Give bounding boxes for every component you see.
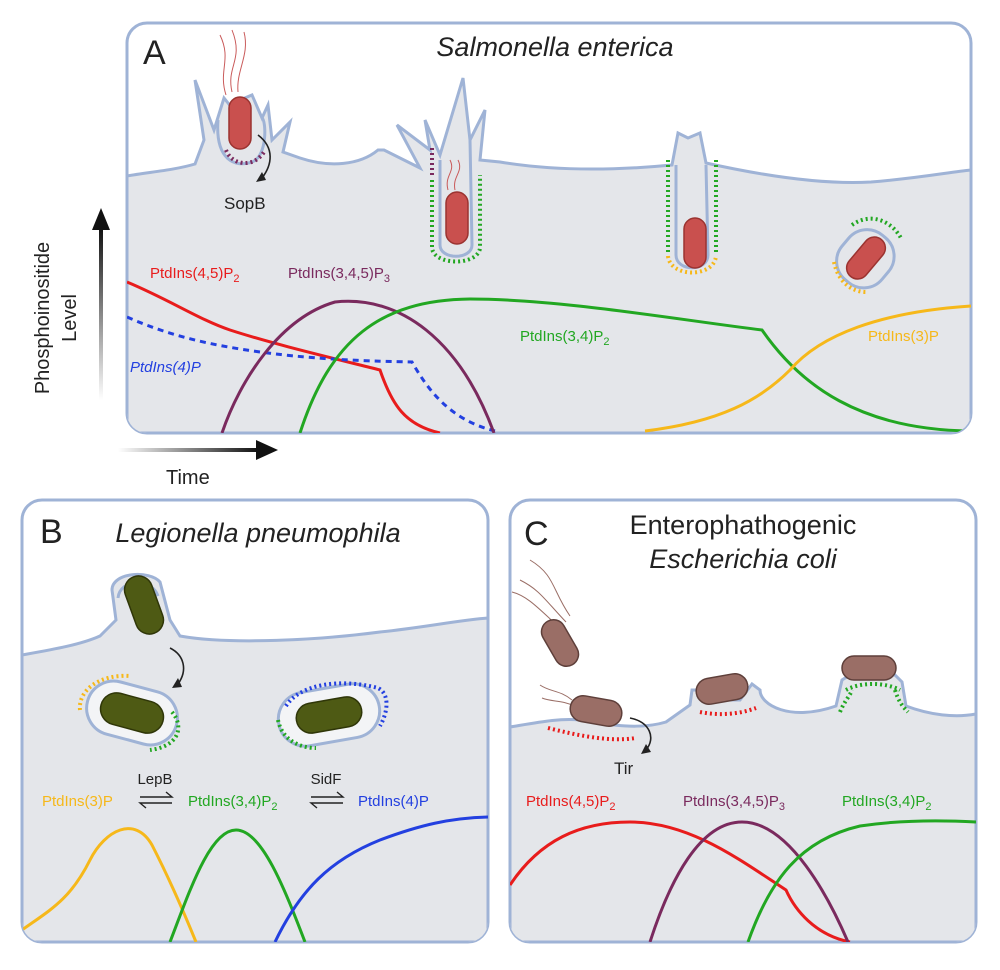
salmonella-bacterium-1 [228,96,252,150]
label-c-pi345: PtdIns(3,4,5)P3 [683,793,785,813]
salmonella-bacterium-3 [683,217,707,269]
pi34-marks-b2 [276,719,317,750]
y-axis-label-line2: Level [59,294,81,342]
curve-a-pi34 [298,297,971,433]
label-a-pi4: PtdIns(4)P [130,359,201,376]
panel-b-letter: B [40,513,63,551]
ecoli-bacterium-4 [841,655,897,681]
label-b-pi34: PtdIns(3,4)P2 [188,793,278,813]
label-a-pi34: PtdIns(3,4)P2 [520,328,610,348]
tir-arrowhead [641,744,651,754]
y-axis-label-line1: Phosphoinositide [32,242,54,394]
ecoli-bacterium-3 [695,672,749,706]
label-a-pi345: PtdIns(3,4,5)P3 [288,265,390,285]
cup-2 [438,139,474,258]
pi34-marks-c2 [838,689,910,714]
y-axis-arrowhead [92,208,110,230]
sopb-label: SopB [224,194,266,213]
ecoli-bacterium-1 [540,618,580,668]
label-a-pi3: PtdIns(3)P [868,328,939,345]
pi34-marks-c1 [845,682,901,692]
y-axis-arrow-shaft [99,228,103,400]
curve-b-pi3 [22,827,198,942]
label-c-pi34: PtdIns(3,4)P2 [842,793,932,813]
panel-c-species-line2: Escherichia coli [649,544,838,574]
curve-c-pi45 [510,820,851,942]
curve-c-pi345 [648,820,850,942]
tir-label: Tir [614,759,634,778]
tir-arrow [629,717,652,751]
pi3-marks-a1 [666,255,718,275]
arrow-b [169,647,185,685]
label-b-pi3: PtdIns(3)P [42,793,113,810]
label-b-pi4: PtdIns(4)P [358,793,429,810]
panel-c-letter: C [524,515,549,553]
x-axis-arrow-shaft [118,448,258,452]
curve-a-pi345 [220,299,496,433]
label-c-pi45: PtdIns(4,5)P2 [526,793,616,813]
pi45-marks-c1 [547,726,637,742]
pi34-marks-a1 [430,175,482,264]
panel-a-species: Salmonella enterica [436,32,673,62]
label-a-pi45: PtdIns(4,5)P2 [150,265,240,285]
equilibrium-arrows-b1 [138,791,174,809]
salmonella-bacterium-2 [445,191,469,245]
axes-a: Phosphoinositide Level Time [32,208,278,489]
sopb-arrowhead [256,172,266,182]
label-b-sidf: SidF [311,771,342,788]
curve-a-pi3 [644,304,971,433]
legionella-bacterium-1 [123,575,165,635]
ecoli-bacterium-2 [569,694,623,728]
pi4-marks-b [284,681,389,727]
flagella-a1 [219,29,246,96]
pi3-marks-b [77,673,131,711]
flagella-a2 [446,159,461,191]
panel-b: PtdIns(3)P PtdIns(3,4)P2 PtdIns(4)P LepB… [20,498,490,944]
pi3-marks-a2 [832,261,867,294]
curve-b-pi4 [273,815,488,942]
salmonella-bacterium-4 [845,236,887,280]
curve-a-pi45 [127,280,441,433]
x-axis-arrowhead [256,440,278,460]
curve-b-pi34 [168,828,307,942]
pi34-marks-a2 [666,160,718,252]
x-axis-label: Time [166,467,210,489]
cell-membrane-b [22,572,488,942]
legionella-bacterium-3 [295,696,363,734]
sopb-arrow [257,134,271,179]
panel-a-letter: A [143,34,166,72]
panel-a: A Salmonella enterica SopB PtdIns(4,5)P2… [125,21,973,435]
label-b-lepb: LepB [137,771,172,788]
pi45-marks-c2 [699,706,757,717]
equilibrium-arrows-b2 [309,791,345,809]
panel-c-species-line1: Enterophathogenic [630,510,857,540]
panel-b-species: Legionella pneumophila [115,518,400,548]
pi34-marks-a3 [850,216,904,241]
curve-a-pi4 [127,315,496,433]
vacuole-a [835,228,896,290]
legionella-bacterium-2 [99,692,165,734]
arrowhead-b [172,678,182,688]
curve-c-pi34 [746,819,976,942]
panel-c: C Enterophathogenic Escherichia coli Tir… [508,498,978,944]
